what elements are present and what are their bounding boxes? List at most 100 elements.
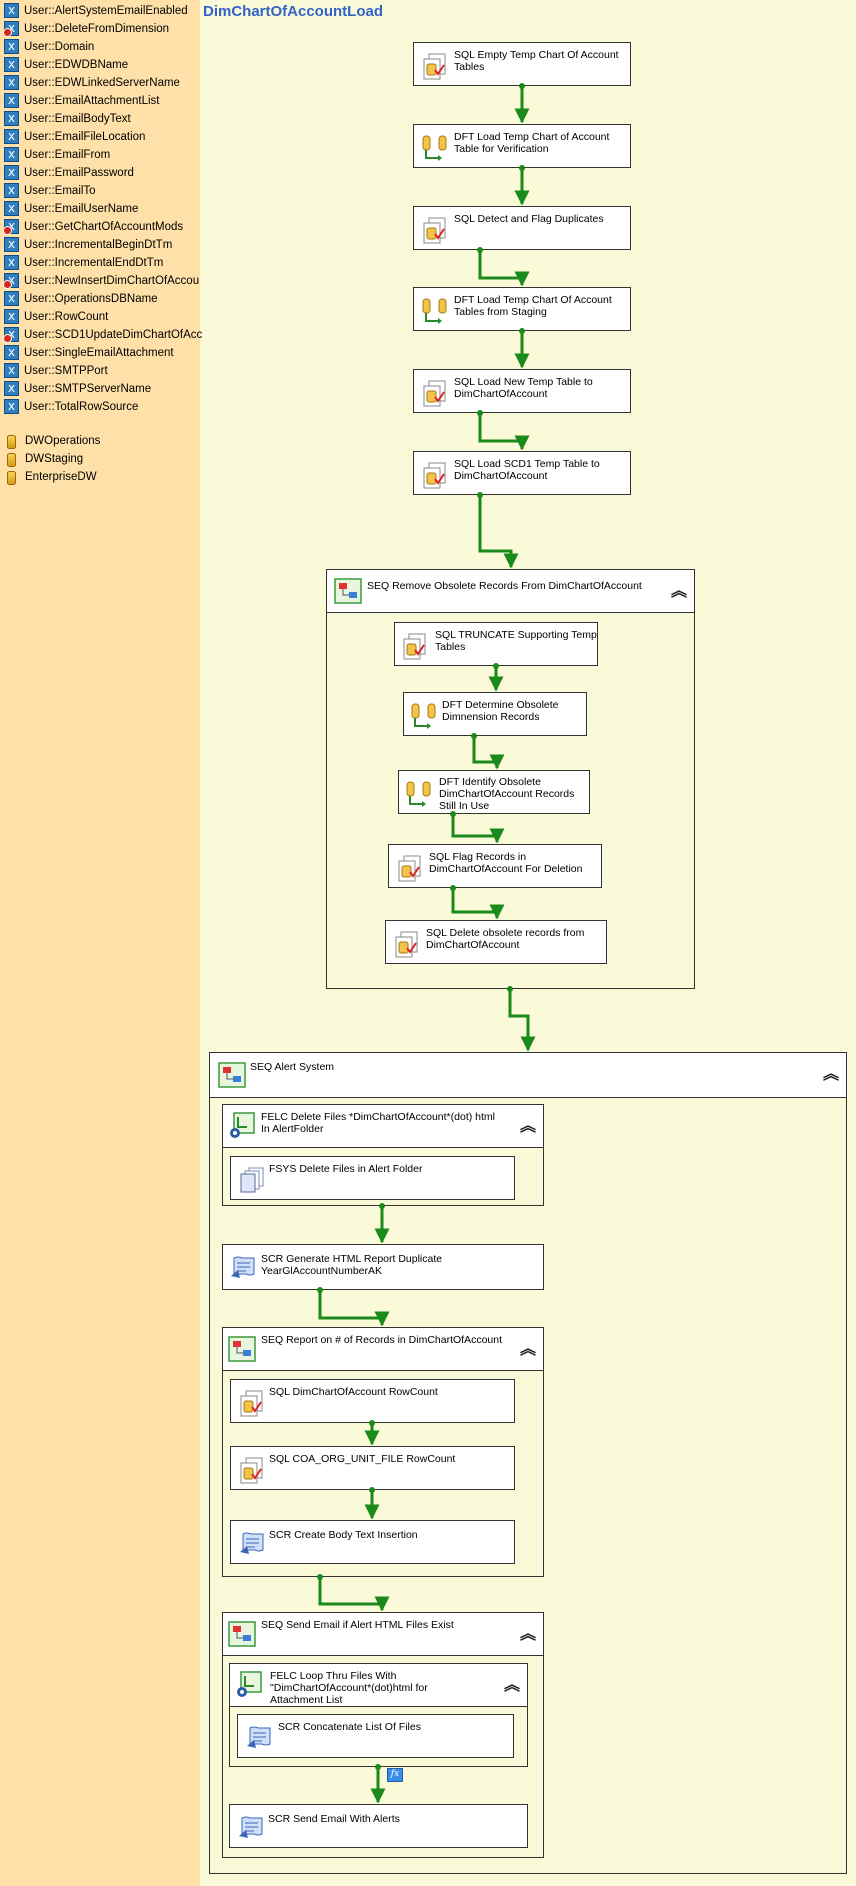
collapse-chevron-icon[interactable]: ︽ [822, 1064, 839, 1083]
variable-name: User::EmailFileLocation [24, 130, 146, 143]
database-icon [4, 452, 17, 467]
task-label: SQL COA_ORG_UNIT_FILE RowCount [269, 1453, 456, 1465]
variable-icon: x [4, 183, 19, 198]
flow-arrow [472, 736, 505, 770]
variable-name: User::SCD1UpdateDimChartOfAcc [24, 328, 203, 341]
variable-icon: x [3, 21, 19, 37]
collapse-chevron-icon[interactable]: ︽ [519, 1116, 536, 1135]
connection-name: EnterpriseDW [25, 470, 97, 483]
variable-name: User::EDWLinkedServerName [24, 76, 180, 89]
container-title: SEQ Send Email if Alert HTML Files Exist [261, 1619, 454, 1631]
variable-name: User::AlertSystemEmailEnabled [24, 4, 188, 17]
flow-arrow [508, 989, 536, 1052]
data-flow-task-icon [420, 134, 450, 162]
variable-icon: x [3, 219, 19, 235]
connection-manager-item[interactable]: DWStaging [4, 450, 83, 467]
variable-name: User::OperationsDBName [24, 292, 158, 305]
variable-name: User::EmailPassword [24, 166, 134, 179]
collapse-chevron-icon[interactable]: ︽ [670, 581, 687, 600]
collapse-chevron-icon[interactable]: ︽ [503, 1675, 520, 1694]
container-header: SEQ Report on # of Records in DimChartOf… [223, 1328, 543, 1371]
script-task-icon [228, 1254, 258, 1282]
task-label: FSYS Delete Files in Alert Folder [269, 1163, 423, 1175]
scr-create-body-task[interactable]: SCR Create Body Text Insertion [230, 1520, 515, 1564]
connection-manager-item[interactable]: DWOperations [4, 432, 100, 449]
task-label: SQL Detect and Flag Duplicates [454, 213, 604, 225]
variable-icon: x [4, 129, 19, 144]
variable-name: User::EDWDBName [24, 58, 129, 71]
variable-name: User::GetChartOfAccountMods [24, 220, 184, 233]
task-label: SCR Send Email With Alerts [268, 1813, 400, 1825]
variable-icon: x [4, 147, 19, 162]
sql-task-icon [420, 52, 450, 80]
scr-send-email-task[interactable]: SCR Send Email With Alerts [229, 1804, 528, 1848]
script-task-icon [244, 1724, 274, 1752]
container-header: SEQ Alert System ︽ [210, 1053, 846, 1098]
variable-icon: x [4, 111, 19, 126]
variable-item[interactable]: x User::GetChartOfAccountMods [3, 218, 184, 235]
variable-icon: x [3, 273, 19, 289]
variable-icon: x [4, 39, 19, 54]
variable-item[interactable]: x User::EmailFileLocation [4, 128, 145, 145]
variable-icon: x [4, 381, 19, 396]
variable-icon: x [4, 237, 19, 252]
file-system-task-icon [237, 1166, 267, 1194]
sequence-container-icon [227, 1335, 257, 1363]
sql-detect-duplicates-task[interactable]: SQL Detect and Flag Duplicates [413, 206, 631, 250]
sql-coa-rowcount-task[interactable]: SQL COA_ORG_UNIT_FILE RowCount [230, 1446, 515, 1490]
foreach-loop-icon [234, 1670, 264, 1698]
container-title: FELC Delete Files *DimChartOfAccount*(do… [261, 1111, 495, 1135]
script-task-icon [237, 1530, 267, 1558]
variable-name: User::IncrementalEndDtTm [24, 256, 164, 269]
container-title: SEQ Report on # of Records in DimChartOf… [261, 1334, 503, 1346]
fsys-delete-files-task[interactable]: FSYS Delete Files in Alert Folder [230, 1156, 515, 1200]
sql-task-icon [237, 1456, 267, 1484]
script-task-icon [236, 1814, 266, 1842]
sql-task-icon [395, 854, 425, 882]
connection-name: DWStaging [25, 452, 84, 465]
sql-dim-rowcount-task[interactable]: SQL DimChartOfAccount RowCount [230, 1379, 515, 1423]
container-header: FELC Delete Files *DimChartOfAccount*(do… [223, 1105, 543, 1148]
collapse-chevron-icon[interactable]: ︽ [519, 1624, 536, 1643]
connection-manager-item[interactable]: EnterpriseDW [4, 468, 97, 485]
scr-concatenate-task[interactable]: SCR Concatenate List Of Files [237, 1714, 514, 1758]
collapse-chevron-icon[interactable]: ︽ [519, 1339, 536, 1358]
flow-arrow [451, 888, 505, 920]
expression-fx-badge[interactable]: fx [387, 1768, 403, 1782]
